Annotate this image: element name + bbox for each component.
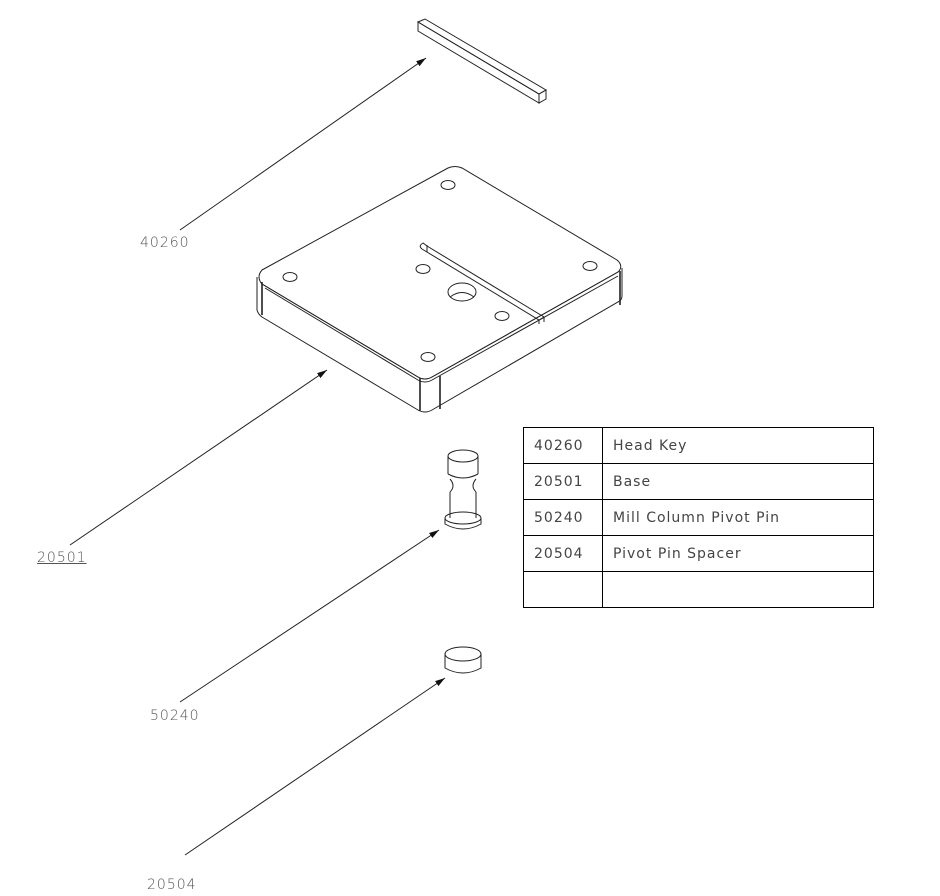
part-number: 20504 bbox=[523, 535, 603, 572]
part-description: Head Key bbox=[602, 427, 874, 464]
part-description: Base bbox=[602, 463, 874, 500]
part-description: Mill Column Pivot Pin bbox=[602, 499, 874, 536]
leader-line-40260 bbox=[179, 57, 427, 231]
table-row bbox=[523, 571, 874, 608]
leader-line-50240 bbox=[179, 529, 440, 703]
callout-label: 50240 bbox=[150, 708, 200, 724]
part-number: 40260 bbox=[523, 427, 603, 464]
base-part bbox=[256, 166, 623, 413]
part-number bbox=[523, 571, 603, 608]
pivot-pin-spacer-part bbox=[444, 646, 482, 674]
callout-label: 20501 bbox=[37, 550, 87, 566]
part-description bbox=[602, 571, 874, 608]
leader-line-20504 bbox=[184, 677, 446, 856]
callout-label: 40260 bbox=[140, 235, 190, 251]
head-key-part bbox=[416, 18, 547, 104]
pivot-pin-part bbox=[444, 449, 482, 530]
leader-line-20501 bbox=[69, 369, 328, 546]
part-description: Pivot Pin Spacer bbox=[602, 535, 874, 572]
part-number: 50240 bbox=[523, 499, 603, 536]
callout-label: 20504 bbox=[147, 877, 197, 893]
part-number: 20501 bbox=[523, 463, 603, 500]
